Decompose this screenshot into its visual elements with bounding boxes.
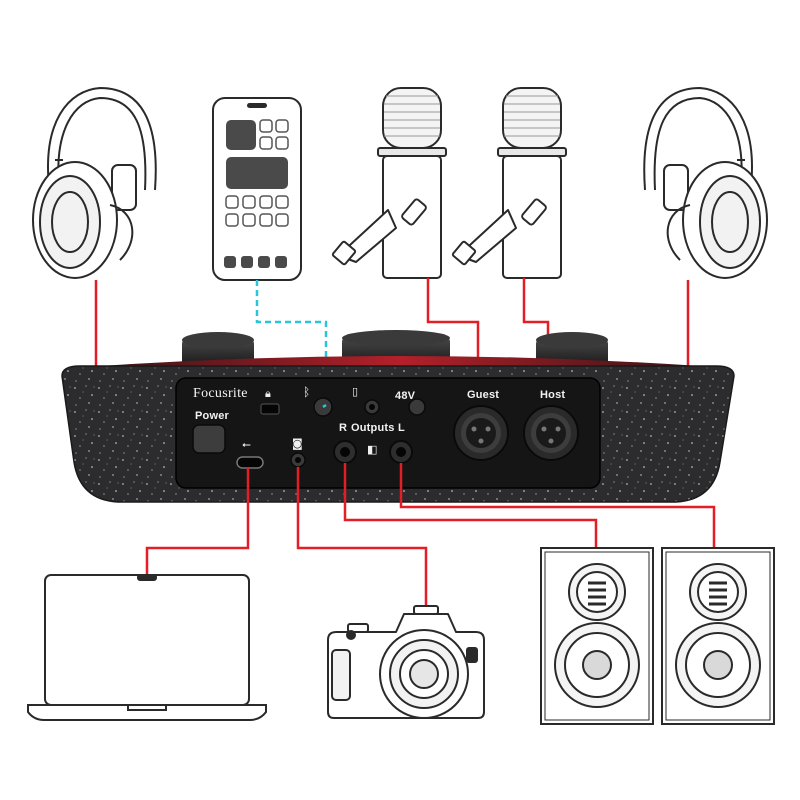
camera-icon xyxy=(327,605,485,719)
usb-icon: ⭠ xyxy=(242,438,251,451)
speaker-right-channel-icon xyxy=(540,547,654,725)
cable-output-right xyxy=(343,463,598,548)
cable-usb-laptop xyxy=(145,468,250,575)
microphone-guest-icon xyxy=(331,87,447,279)
host-label: Host xyxy=(540,389,566,401)
power-button xyxy=(192,424,226,454)
brand-logo: Focusrite xyxy=(193,386,248,401)
camera-icon-panel: ◙ xyxy=(292,437,303,450)
headphones-left-icon xyxy=(32,87,157,279)
power-label: Power xyxy=(195,410,230,422)
smartphone-icon xyxy=(212,97,302,281)
laptop-icon xyxy=(27,574,267,721)
lock-icon: 🔒︎ xyxy=(265,387,271,400)
cable-camera xyxy=(296,467,428,608)
outputs-label: Outputs xyxy=(351,422,395,434)
cable-output-left xyxy=(399,463,716,548)
bluetooth-icon: ᛒ xyxy=(303,385,311,399)
xlr-input-host xyxy=(523,405,579,461)
guest-label: Guest xyxy=(467,389,500,401)
usb-c-port xyxy=(236,456,264,469)
camera-jack xyxy=(295,457,301,463)
speaker-icon: ◧ xyxy=(367,443,378,456)
lock-slot xyxy=(260,403,280,415)
phantom-power-label: 48V xyxy=(395,390,416,402)
microphone-host-icon xyxy=(451,87,567,279)
phantom-power-button xyxy=(408,398,426,416)
phone-icon: ▯ xyxy=(352,385,359,398)
phone-jack xyxy=(369,404,375,410)
audio-interface xyxy=(61,330,735,503)
output-left-label: L xyxy=(398,422,405,434)
headphones-right-icon xyxy=(643,87,768,279)
output-jack-left xyxy=(396,447,406,457)
speaker-left-channel-icon xyxy=(661,547,775,725)
output-right-label: R xyxy=(339,422,348,434)
xlr-input-guest xyxy=(453,405,509,461)
output-jack-right xyxy=(340,447,350,457)
